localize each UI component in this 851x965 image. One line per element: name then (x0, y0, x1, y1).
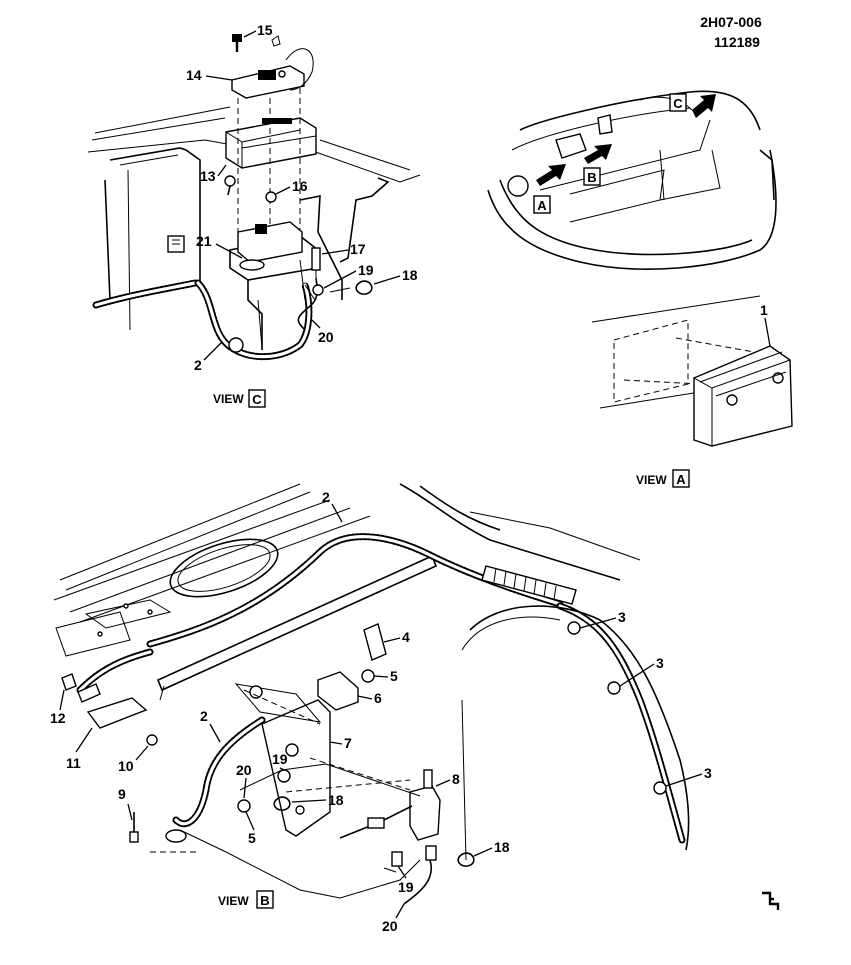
diagram-date: 112189 (714, 34, 760, 50)
callout-6: 6 (374, 690, 382, 706)
car-rear-overview: A B C (487, 90, 777, 270)
overview-marker-a: A (537, 198, 547, 213)
view-b-callouts: 2 3 3 3 4 5 6 7 8 12 11 10 9 2 20 19 18 … (50, 489, 712, 934)
callout-7: 7 (344, 735, 352, 751)
view-b-label: VIEW B (218, 890, 274, 909)
callout-8: 8 (452, 771, 460, 787)
callout-1: 1 (760, 302, 768, 318)
overview-marker-c: C (673, 96, 683, 111)
view-a-letter: A (676, 472, 686, 487)
diagram-code: 2H07-006 (700, 14, 762, 30)
gm-service-mark-icon (762, 891, 780, 910)
callout-3-lower: 3 (704, 765, 712, 781)
callout-18-view-c: 18 (402, 267, 418, 283)
view-a-illustration (591, 295, 793, 447)
callout-18-view-b-lower: 18 (494, 839, 510, 855)
callout-13: 13 (200, 168, 216, 184)
view-b-word: VIEW (218, 894, 249, 908)
callout-16: 16 (292, 178, 308, 194)
callout-21: 21 (196, 233, 212, 249)
view-c-word: VIEW (213, 392, 244, 406)
callout-5-upper: 5 (390, 668, 398, 684)
callout-20-view-b-upper: 20 (236, 762, 252, 778)
callout-2-view-b-left: 2 (200, 708, 208, 724)
callout-11: 11 (66, 755, 81, 771)
callout-19-view-c: 19 (358, 262, 374, 278)
callout-14: 14 (186, 67, 202, 83)
view-c-letter: C (252, 392, 262, 407)
callout-12: 12 (50, 710, 66, 726)
callout-19-view-b-upper: 19 (272, 751, 288, 767)
callout-19-view-b-lower: 19 (398, 879, 414, 895)
callout-2-view-c: 2 (194, 357, 202, 373)
overview-marker-b: B (587, 170, 596, 185)
callout-15: 15 (257, 22, 273, 38)
view-a-label: VIEW A (636, 469, 690, 488)
view-b-letter: B (260, 893, 269, 908)
callout-20-view-c: 20 (318, 329, 334, 345)
view-c-callouts: 15 14 13 16 21 17 19 18 20 2 (186, 22, 418, 373)
view-c-illustration (87, 34, 421, 361)
view-a-word: VIEW (636, 473, 667, 487)
callout-3-upper: 3 (618, 609, 626, 625)
view-a-callouts: 1 (760, 302, 771, 347)
callout-9: 9 (118, 786, 126, 802)
callout-4: 4 (402, 629, 410, 645)
callout-10: 10 (118, 758, 134, 774)
callout-20-view-b-lower: 20 (382, 918, 398, 934)
callout-18-view-b-upper: 18 (328, 792, 344, 808)
view-b-illustration (53, 483, 690, 905)
callout-3-middle: 3 (656, 655, 664, 671)
callout-2-view-b-top: 2 (322, 489, 330, 505)
callout-17: 17 (350, 241, 366, 257)
view-c-label: VIEW C (213, 389, 266, 408)
callout-5-lower: 5 (248, 830, 256, 846)
